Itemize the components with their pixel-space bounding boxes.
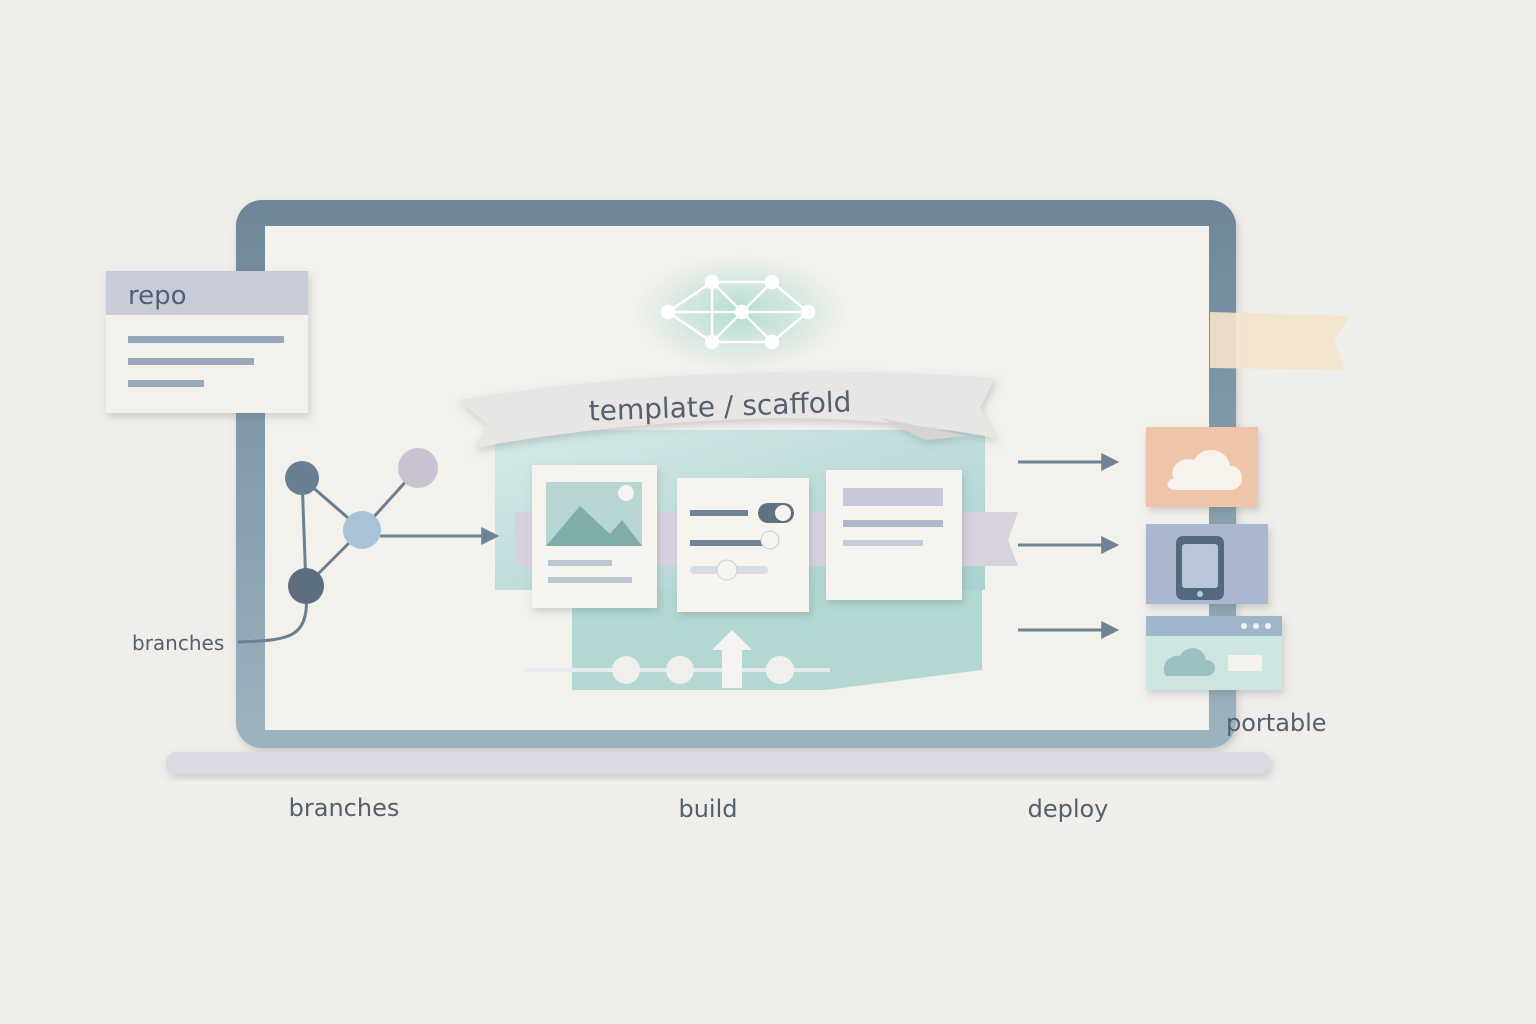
laptop-base (166, 752, 1270, 774)
stage-label-deploy: deploy (1028, 795, 1109, 823)
scaffold-banner (458, 371, 996, 448)
repo-title: repo (128, 281, 187, 311)
settings-card (677, 478, 809, 612)
text-card (826, 470, 962, 600)
deploy-target-device (1146, 524, 1268, 604)
image-card (532, 465, 657, 608)
branch-graph (237, 448, 500, 644)
branches-side-label: branches (132, 631, 224, 655)
repo-card-header (106, 271, 308, 315)
mesh-network-icon (660, 274, 816, 350)
build-pipeline (524, 630, 830, 688)
deploy-target-cloud (1146, 427, 1258, 507)
deploy-target-web (1146, 616, 1282, 690)
stage-label-branches: branches (289, 794, 400, 822)
sticky-tape (1210, 312, 1350, 370)
portable-label: portable (1226, 709, 1327, 737)
toggle-icon (775, 505, 791, 521)
stage-label-build: build (678, 795, 737, 823)
cloud-icon (1167, 449, 1242, 490)
upload-arrow-icon (712, 630, 752, 688)
tablet-icon (1176, 536, 1224, 600)
deploy-arrows (1018, 453, 1120, 639)
slider-icon (716, 559, 738, 581)
browser-window-icon (1146, 616, 1282, 676)
repo-card (106, 271, 308, 413)
